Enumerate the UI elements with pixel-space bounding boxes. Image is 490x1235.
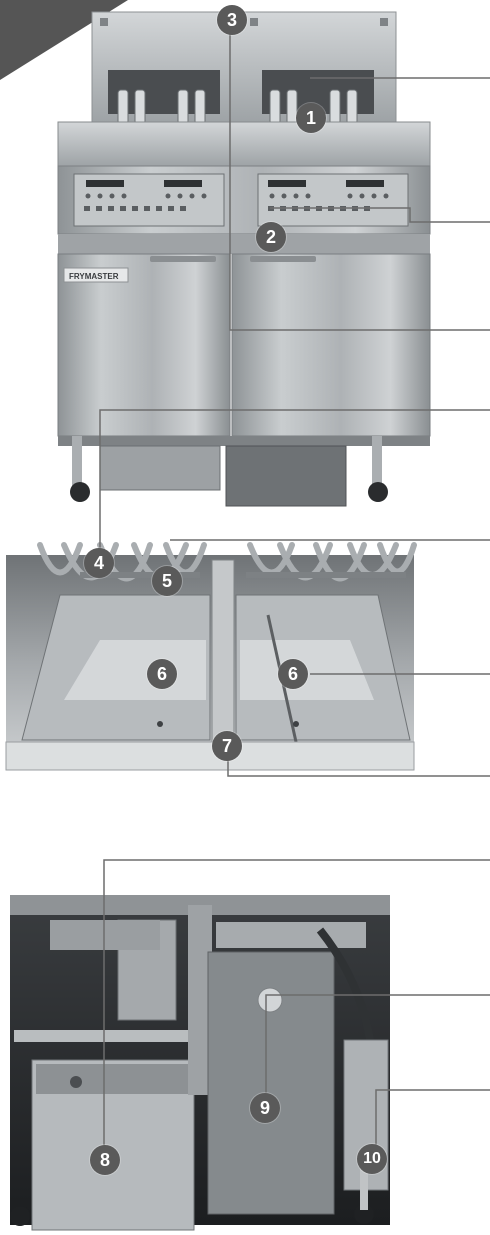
left-cabinet-door [57, 253, 231, 437]
leader-8 [103, 859, 490, 1160]
cabinet-photo [10, 895, 390, 1231]
oil-hose [316, 927, 374, 1041]
brand-plate-text: FRYMASTER [69, 272, 119, 281]
fryer-legs [70, 436, 388, 502]
oil-reservoir-box [225, 445, 347, 507]
leader-7 [227, 760, 490, 777]
right-cabinet-door [231, 253, 431, 437]
leader-9 [265, 994, 490, 1110]
brand-plate [63, 267, 129, 283]
fryer-top-deck [57, 121, 431, 167]
leader-10 [375, 1089, 490, 1170]
leader-lines [99, 30, 490, 1170]
fryer-photo: FRYMASTER [57, 11, 431, 507]
frypot-divider [211, 559, 235, 746]
frypot-front-lip [5, 741, 415, 771]
frypot-photo [5, 542, 417, 771]
leader-4 [99, 409, 490, 562]
filter-rail [14, 1030, 202, 1042]
leader-2 [270, 207, 490, 223]
left-filter-pan [99, 445, 221, 491]
leader-3 [229, 30, 490, 331]
